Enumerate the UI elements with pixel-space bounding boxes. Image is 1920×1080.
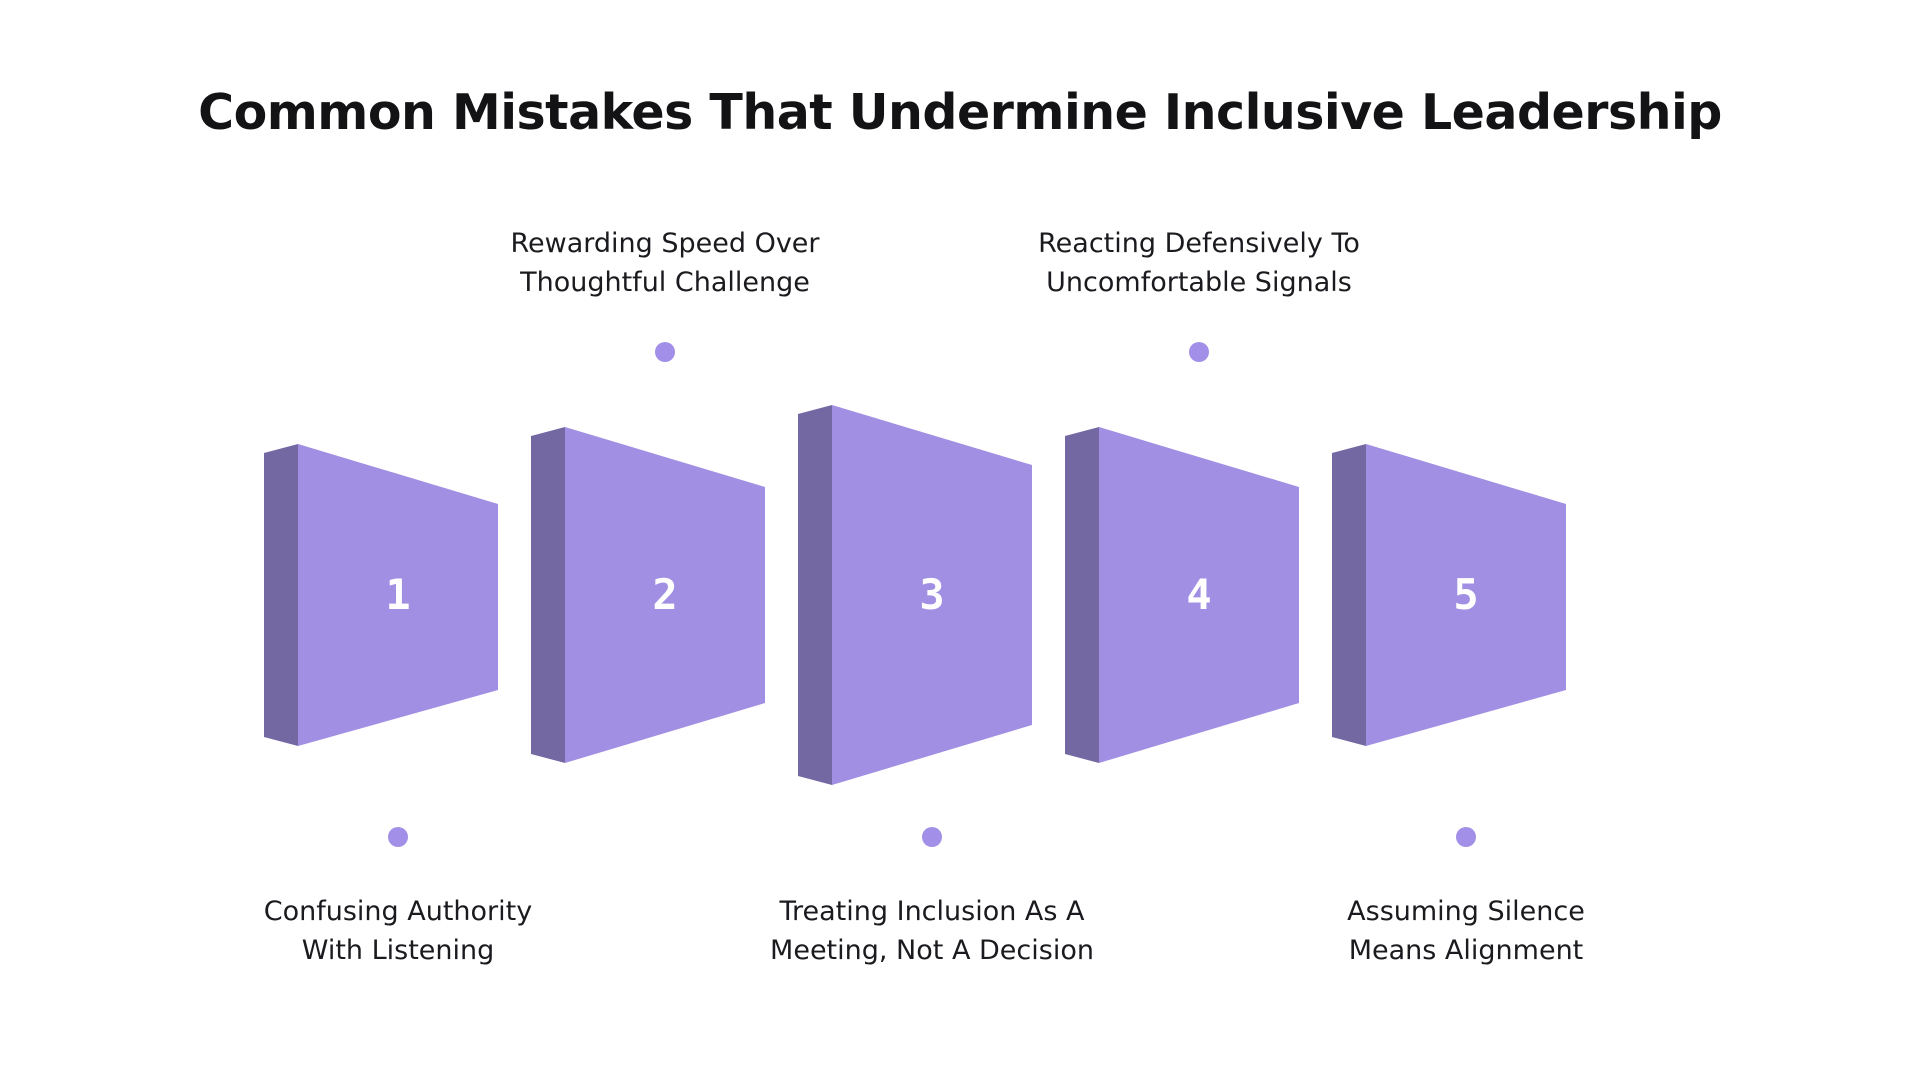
step-5-connector-dot bbox=[1456, 827, 1476, 847]
step-3-label-line-2: Meeting, Not A Decision bbox=[770, 935, 1094, 966]
step-1-face bbox=[298, 444, 498, 746]
step-5-face bbox=[1366, 444, 1566, 746]
step-2-number: 2 bbox=[652, 570, 678, 619]
step-3-label-line-1: Treating Inclusion As A bbox=[779, 896, 1085, 927]
step-2-side-panel bbox=[531, 427, 565, 763]
step-5-side-panel bbox=[1332, 444, 1366, 746]
step-4-shape bbox=[1065, 427, 1299, 763]
step-1-connector-dot bbox=[388, 827, 408, 847]
step-1-label-line-2: With Listening bbox=[301, 935, 495, 966]
step-4-label: Reacting Defensively To Uncomfortable Si… bbox=[1038, 224, 1360, 302]
step-4-number: 4 bbox=[1186, 570, 1212, 619]
step-5-label-line-2: Means Alignment bbox=[1348, 935, 1584, 966]
step-2-face bbox=[565, 427, 765, 763]
step-1-number: 1 bbox=[385, 570, 411, 619]
page-title: Common Mistakes That Undermine Inclusive… bbox=[198, 84, 1722, 141]
step-3-face bbox=[832, 405, 1032, 785]
step-1-side-panel bbox=[264, 444, 298, 746]
step-4-connector-dot bbox=[1189, 342, 1209, 362]
step-5-shape bbox=[1332, 444, 1566, 746]
step-1-label: Confusing Authority With Listening bbox=[264, 892, 532, 970]
step-3-shape bbox=[798, 405, 1032, 785]
step-1-shape bbox=[264, 444, 498, 746]
step-5-label: Assuming Silence Means Alignment bbox=[1347, 892, 1585, 970]
step-2-shape bbox=[531, 427, 765, 763]
step-3-connector-dot bbox=[922, 827, 942, 847]
step-4-side-panel bbox=[1065, 427, 1099, 763]
step-5-label-line-1: Assuming Silence bbox=[1347, 896, 1585, 927]
step-3-label: Treating Inclusion As A Meeting, Not A D… bbox=[770, 892, 1094, 970]
step-4-face bbox=[1099, 427, 1299, 763]
step-2-connector-dot bbox=[655, 342, 675, 362]
step-3-side-panel bbox=[798, 405, 832, 785]
step-5-number: 5 bbox=[1453, 570, 1479, 619]
step-2-label-line-1: Rewarding Speed Over bbox=[510, 228, 820, 259]
step-3-number: 3 bbox=[919, 570, 945, 619]
step-4-label-line-2: Uncomfortable Signals bbox=[1046, 267, 1352, 298]
step-2-label: Rewarding Speed Over Thoughtful Challeng… bbox=[510, 224, 819, 302]
step-1-label-line-1: Confusing Authority bbox=[263, 896, 533, 927]
step-2-label-line-2: Thoughtful Challenge bbox=[520, 267, 810, 298]
step-4-label-line-1: Reacting Defensively To bbox=[1038, 228, 1360, 259]
